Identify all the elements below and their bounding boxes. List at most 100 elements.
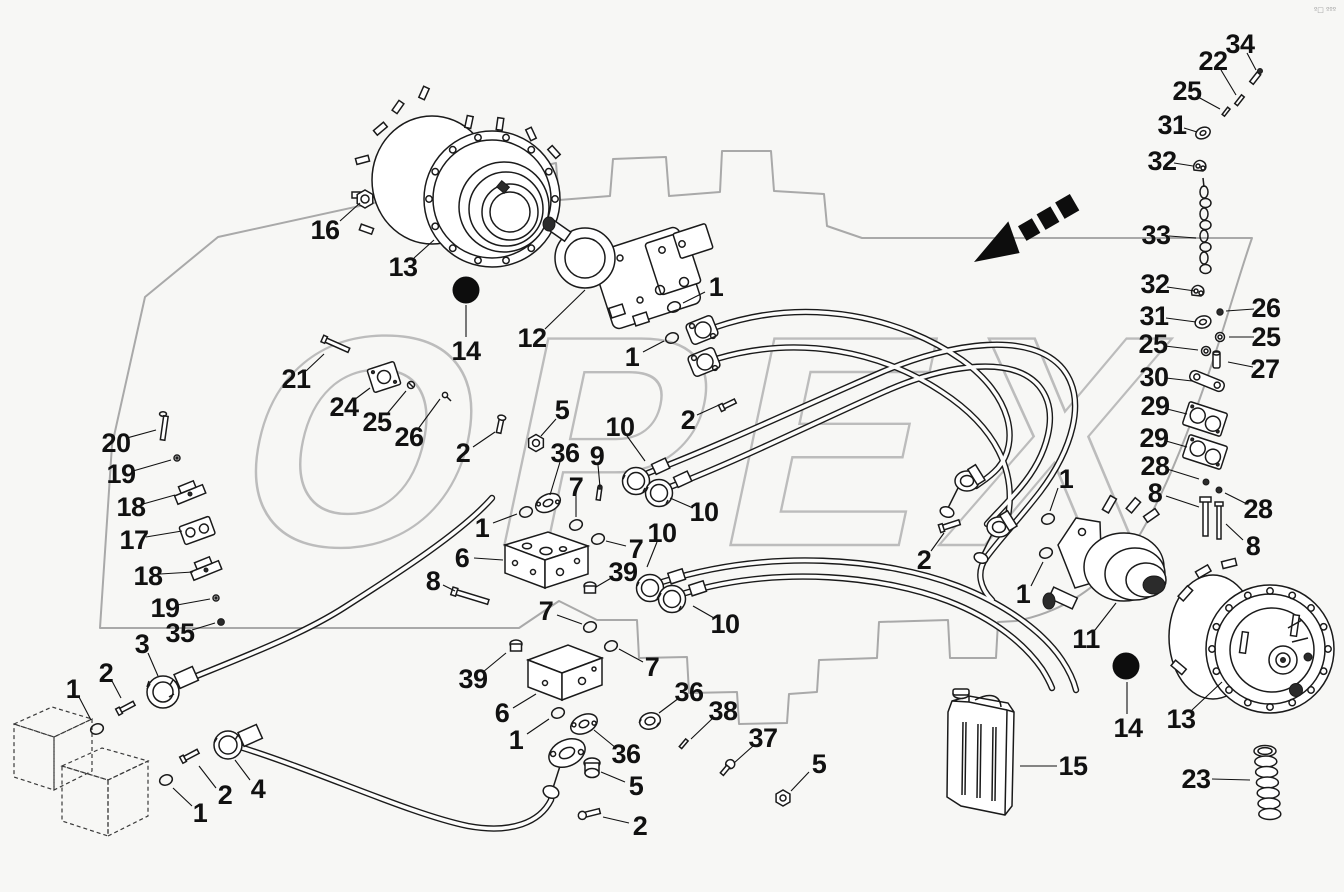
part-label-18-24: 18	[116, 492, 176, 522]
part-label-28-75: 28	[1224, 492, 1273, 524]
svg-text:39: 39	[608, 557, 638, 587]
svg-text:2: 2	[633, 811, 648, 841]
part-label-2-31: 2	[198, 765, 233, 810]
final-drive-motor-left	[351, 85, 562, 268]
manifold-block-upper-6	[502, 531, 591, 590]
svg-text:5: 5	[629, 771, 644, 801]
part-label-2-7: 2	[456, 431, 496, 468]
svg-text:34: 34	[1225, 29, 1255, 59]
svg-text:36: 36	[550, 438, 580, 468]
hydraulic-hoses	[173, 308, 1080, 832]
drive-motor-11	[1042, 494, 1167, 610]
part-label-24-34: 24	[329, 387, 371, 422]
small-hardware-center	[449, 397, 962, 821]
svg-text:1: 1	[66, 674, 81, 704]
svg-text:7: 7	[629, 534, 644, 564]
part-label-5-8: 5	[540, 395, 570, 437]
svg-text:26: 26	[394, 422, 424, 452]
manifold-block-lower-6	[525, 644, 605, 702]
svg-text:10: 10	[647, 518, 676, 548]
svg-text:1: 1	[1059, 464, 1074, 494]
part-label-2-54: 2	[917, 532, 945, 575]
svg-text:14: 14	[1113, 713, 1143, 743]
part-label-9-11: 9	[590, 441, 605, 488]
svg-text:28: 28	[1243, 494, 1273, 524]
svg-text:1: 1	[509, 725, 524, 755]
part-label-32-63: 32	[1147, 146, 1194, 176]
part-label-26-36: 26	[394, 398, 441, 452]
part-label-1-52: 1	[1049, 464, 1074, 512]
part-label-23-50: 23	[1181, 764, 1251, 794]
svg-text:2: 2	[681, 405, 696, 435]
svg-text:1: 1	[1016, 579, 1031, 609]
part-label-10-9: 10	[605, 412, 646, 462]
svg-text:8: 8	[1148, 478, 1163, 508]
svg-text:19: 19	[106, 459, 136, 489]
nut-16	[356, 189, 374, 209]
svg-text:14: 14	[451, 336, 481, 366]
svg-text:17: 17	[119, 525, 148, 555]
svg-text:2: 2	[917, 545, 932, 575]
part-label-5-44: 5	[600, 771, 644, 801]
svg-text:12: 12	[517, 323, 546, 353]
part-label-8-74: 8	[1148, 478, 1200, 508]
part-label-14-48: 14	[1113, 682, 1143, 743]
part-label-36-40: 36	[593, 729, 641, 769]
svg-text:18: 18	[116, 492, 146, 522]
part-label-14-2: 14	[451, 305, 481, 366]
part-label-25-35: 25	[362, 390, 407, 437]
svg-text:11: 11	[1072, 624, 1100, 654]
svg-text:7: 7	[645, 652, 660, 682]
svg-text:36: 36	[674, 677, 704, 707]
part-label-20-26: 20	[101, 428, 157, 458]
svg-text:10: 10	[689, 497, 718, 527]
svg-text:25: 25	[362, 407, 392, 437]
svg-text:38: 38	[708, 696, 738, 726]
svg-text:35: 35	[165, 618, 195, 648]
svg-text:13: 13	[1166, 704, 1196, 734]
svg-text:32: 32	[1147, 146, 1176, 176]
part-label-10-55: 10	[669, 497, 719, 527]
svg-text:36: 36	[611, 739, 641, 769]
location-dot-14-left	[452, 276, 480, 304]
part-label-22-60: 22	[1198, 46, 1237, 96]
location-dot-14-right	[1112, 652, 1140, 680]
svg-text:25: 25	[1172, 76, 1202, 106]
svg-text:31: 31	[1157, 110, 1187, 140]
elbow-fittings-right	[939, 463, 1019, 565]
part-label-25-67: 25	[1229, 322, 1281, 352]
svg-text:27: 27	[1250, 354, 1279, 384]
svg-text:15: 15	[1058, 751, 1088, 781]
reference-boxes	[12, 706, 150, 837]
part-label-30-70: 30	[1139, 362, 1193, 392]
part-label-11-51: 11	[1072, 602, 1117, 654]
part-label-7-13: 7	[605, 534, 644, 564]
svg-text:23: 23	[1181, 764, 1211, 794]
chain-33	[1199, 177, 1212, 275]
svg-text:2: 2	[456, 438, 471, 468]
part-label-25-68: 25	[1138, 329, 1199, 359]
part-label-7-12: 7	[569, 472, 584, 517]
hose-nut-fittings-10	[621, 466, 687, 614]
flange-elbow-bottom	[542, 737, 586, 800]
part-label-1-14: 1	[475, 513, 518, 543]
svg-text:25: 25	[1138, 329, 1168, 359]
svg-text:6: 6	[495, 698, 510, 728]
svg-text:33: 33	[1141, 220, 1171, 250]
part-label-1-30: 1	[172, 787, 208, 828]
part-label-4-32: 4	[234, 759, 266, 804]
svg-text:21: 21	[281, 364, 311, 394]
svg-text:37: 37	[748, 723, 777, 753]
svg-text:30: 30	[1139, 362, 1168, 392]
part-label-15-47: 15	[1020, 751, 1088, 781]
part-label-29-71: 29	[1140, 391, 1188, 421]
svg-text:10: 10	[710, 609, 739, 639]
part-label-2-6: 2	[681, 404, 720, 435]
oil-can-15	[946, 688, 1015, 816]
svg-text:3: 3	[135, 629, 150, 659]
svg-text:8: 8	[426, 566, 441, 596]
svg-text:1: 1	[625, 342, 640, 372]
part-label-26-66: 26	[1225, 293, 1281, 323]
part-label-1-4: 1	[682, 272, 724, 304]
